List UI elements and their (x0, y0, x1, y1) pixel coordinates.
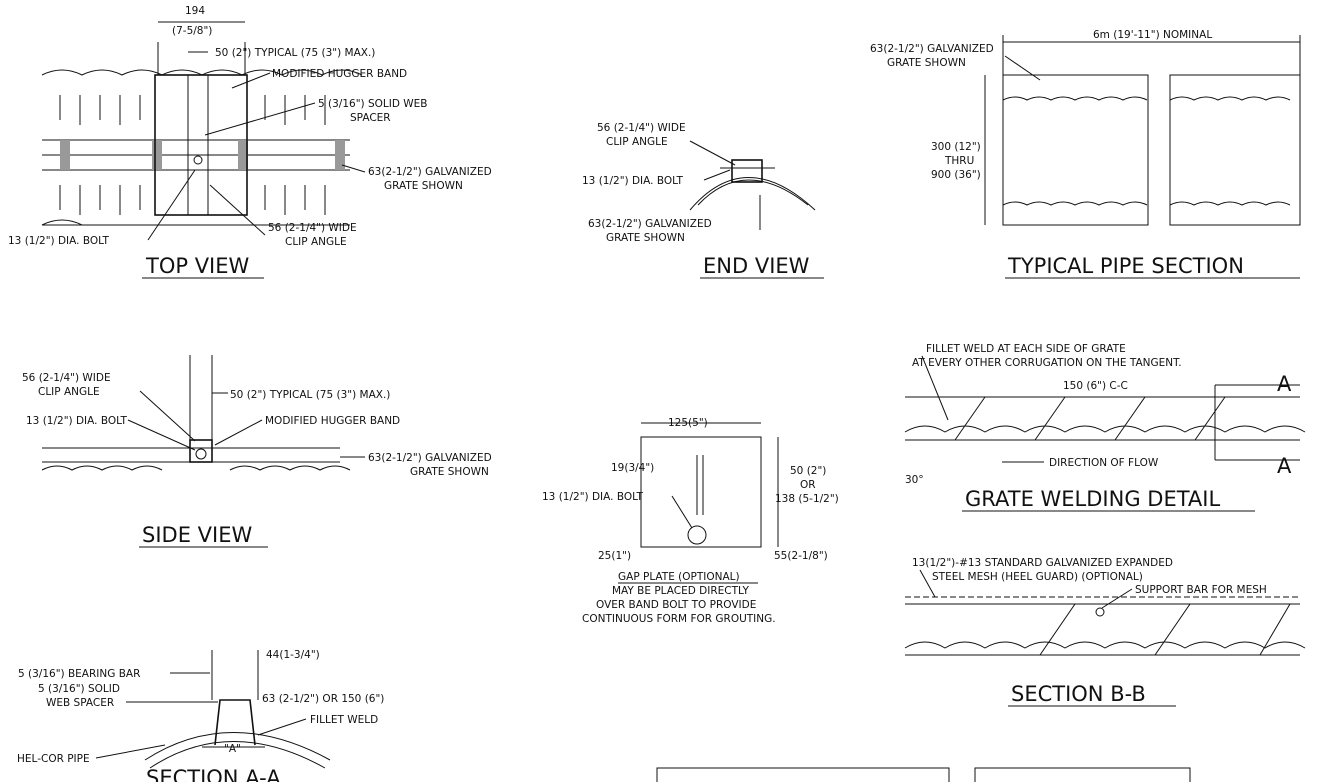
gap-plate-bolt-label: 13 (1/2") DIA. BOLT (542, 491, 644, 503)
section-a-pipe-label: HEL-COR PIPE (17, 753, 90, 765)
pipe-length-label: 6m (19'-11") NOMINAL (1093, 29, 1212, 41)
support-bar-label: SUPPORT BAR FOR MESH (1135, 584, 1267, 596)
gap-plate-width: 125(5") (668, 417, 708, 429)
side-view-grate-label-1: 63(2-1/2") GALVANIZED (368, 452, 492, 464)
gap-plate-offset: 19(3/4") (611, 462, 654, 474)
section-a-weld-label: FILLET WELD (310, 714, 378, 726)
section-mark-top: A (1277, 372, 1292, 396)
flow-direction-label: DIRECTION OF FLOW (1049, 457, 1159, 469)
section-a-a-title: SECTION A-A (146, 766, 281, 782)
top-view-width-dim: 194 (185, 5, 205, 17)
top-view-clip-label-2: CLIP ANGLE (285, 236, 347, 248)
section-mark-bottom: A (1277, 454, 1292, 478)
gap-plate-bottom-right: 55(2-1/8") (774, 550, 828, 562)
end-view-clip-label-2: CLIP ANGLE (606, 136, 668, 148)
top-view-width-imperial: (7-5/8") (172, 25, 212, 37)
pipe-grate-label-2: GRATE SHOWN (887, 57, 966, 69)
top-view-spacer-label-1: 5 (3/16") SOLID WEB (318, 98, 427, 110)
end-view: 56 (2-1/4") WIDE CLIP ANGLE 13 (1/2") DI… (582, 122, 824, 279)
top-view-band-label: MODIFIED HUGGER BAND (272, 68, 407, 80)
weld-note-2: AT EVERY OTHER CORRUGATION ON THE TANGEN… (912, 357, 1182, 369)
section-a-spacer-2: WEB SPACER (46, 697, 114, 709)
mesh-note-1: 13(1/2")-#13 STANDARD GALVANIZED EXPANDE… (912, 557, 1173, 569)
title-block-frames (656, 767, 1191, 782)
pipe-section-title: TYPICAL PIPE SECTION (1007, 254, 1244, 278)
section-a-a: 5 (3/16") BEARING BAR 44(1-3/4") 5 (3/16… (17, 649, 384, 782)
gap-plate-caption-3: CONTINUOUS FORM FOR GROUTING. (582, 613, 776, 625)
top-view-title: TOP VIEW (145, 254, 250, 278)
gap-plate-height-2: OR (800, 479, 816, 491)
side-view-band-label: MODIFIED HUGGER BAND (265, 415, 400, 427)
pipe-grate-label-1: 63(2-1/2") GALVANIZED (870, 43, 994, 55)
top-view-grate-label-1: 63(2-1/2") GALVANIZED (368, 166, 492, 178)
side-view-bolt-label: 13 (1/2") DIA. BOLT (26, 415, 128, 427)
side-view-clip-label-1: 56 (2-1/4") WIDE (22, 372, 111, 384)
weld-angle: 30° (905, 474, 924, 486)
section-a-spacer-1: 5 (3/16") SOLID (38, 683, 120, 695)
gap-plate: 125(5") 19(3/4") 13 (1/2") DIA. BOLT 50 … (542, 417, 839, 625)
top-view-gap-note: 50 (2") TYPICAL (75 (3") MAX.) (215, 47, 375, 59)
gap-plate-caption-2: OVER BAND BOLT TO PROVIDE (596, 599, 756, 611)
section-a-width-label: 44(1-3/4") (266, 649, 320, 661)
pipe-height-1: 300 (12") (931, 141, 981, 153)
section-b-b-title: SECTION B-B (1011, 682, 1146, 706)
side-view-clip-label-2: CLIP ANGLE (38, 386, 100, 398)
typical-pipe-section: 6m (19'-11") NOMINAL 63(2-1/2") GALVANIZ… (870, 29, 1301, 279)
section-a-a-dim: "A" (224, 743, 241, 755)
top-view-spacer-label-2: SPACER (350, 112, 391, 124)
gap-plate-height-3: 138 (5-1/2") (775, 493, 839, 505)
end-view-title: END VIEW (703, 254, 810, 278)
section-b-b: 13(1/2")-#13 STANDARD GALVANIZED EXPANDE… (904, 557, 1306, 707)
gap-plate-caption-1: MAY BE PLACED DIRECTLY (612, 585, 749, 597)
gap-plate-bottom-left: 25(1") (598, 550, 631, 562)
pipe-height-2: THRU (944, 155, 974, 167)
end-view-bolt-label: 13 (1/2") DIA. BOLT (582, 175, 684, 187)
mesh-note-2: STEEL MESH (HEEL GUARD) (OPTIONAL) (932, 571, 1143, 583)
gap-plate-caption-title: GAP PLATE (OPTIONAL) (618, 571, 740, 583)
welding-detail-title: GRATE WELDING DETAIL (965, 487, 1220, 511)
pipe-height-3: 900 (36") (931, 169, 981, 181)
end-view-clip-label-1: 56 (2-1/4") WIDE (597, 122, 686, 134)
top-view-grate-label-2: GRATE SHOWN (384, 180, 463, 192)
end-view-grate-label-1: 63(2-1/2") GALVANIZED (588, 218, 712, 230)
side-view-grate-label-2: GRATE SHOWN (410, 466, 489, 478)
end-view-grate-label-2: GRATE SHOWN (606, 232, 685, 244)
section-a-height-label: 63 (2-1/2") OR 150 (6") (262, 693, 384, 705)
side-view-title: SIDE VIEW (142, 523, 252, 547)
top-view-clip-label-1: 56 (2-1/4") WIDE (268, 222, 357, 234)
side-view: 56 (2-1/4") WIDE CLIP ANGLE 50 (2") TYPI… (22, 355, 492, 548)
grate-welding-detail: FILLET WELD AT EACH SIDE OF GRATE AT EVE… (904, 343, 1306, 512)
top-view: 194 (7-5/8") 50 (2") TYPICAL (75 (3") MA… (8, 5, 492, 279)
section-a-bar-label: 5 (3/16") BEARING BAR (18, 668, 140, 680)
top-view-bolt-label: 13 (1/2") DIA. BOLT (8, 235, 110, 247)
weld-spacing: 150 (6") C-C (1063, 380, 1128, 392)
top-view-corrugations (59, 95, 326, 215)
side-view-gap-note: 50 (2") TYPICAL (75 (3") MAX.) (230, 389, 390, 401)
weld-note-1: FILLET WELD AT EACH SIDE OF GRATE (926, 343, 1126, 355)
gap-plate-height-1: 50 (2") (790, 465, 826, 477)
